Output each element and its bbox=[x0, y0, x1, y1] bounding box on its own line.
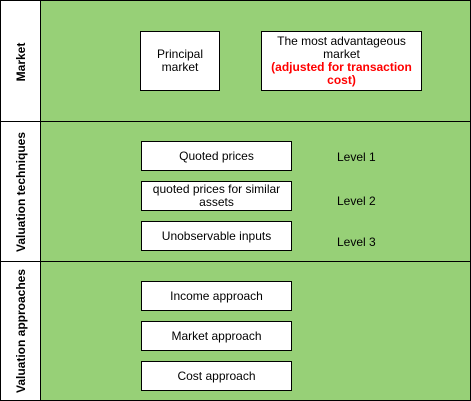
similar-assets-box: quoted prices for similar assets bbox=[141, 181, 292, 211]
lane-approaches-header: Valuation approaches bbox=[1, 262, 41, 400]
market-approach-box: Market approach bbox=[141, 321, 292, 351]
level-2-label: Level 2 bbox=[337, 194, 376, 208]
lane-approaches-title: Valuation approaches bbox=[14, 268, 28, 394]
lane-approaches: Valuation approaches Income approach Mar… bbox=[1, 262, 470, 400]
market-approach-label: Market approach bbox=[171, 328, 262, 343]
level-1-label: Level 1 bbox=[337, 150, 376, 164]
quoted-prices-label: Quoted prices bbox=[179, 148, 254, 163]
principal-market-box: Principal market bbox=[140, 31, 220, 91]
principal-market-label: Principal market bbox=[156, 47, 204, 74]
advantageous-market-box: The most advantageous market (adjusted f… bbox=[261, 31, 422, 91]
income-approach-box: Income approach bbox=[141, 281, 292, 311]
lane-techniques: Valuation techniques Quoted prices quote… bbox=[1, 122, 470, 261]
unobservable-inputs-label: Unobservable inputs bbox=[161, 228, 272, 243]
lane-divider-2 bbox=[1, 261, 470, 262]
advantageous-market-label: The most advantageous market bbox=[277, 34, 406, 61]
lane-techniques-title: Valuation techniques bbox=[14, 131, 28, 252]
income-approach-label: Income approach bbox=[170, 288, 263, 303]
transaction-cost-note: (adjusted for transaction cost) bbox=[271, 60, 412, 87]
lane-market: Market Principal market The most advanta… bbox=[1, 1, 470, 122]
unobservable-inputs-box: Unobservable inputs bbox=[141, 221, 292, 251]
quoted-prices-box: Quoted prices bbox=[141, 141, 292, 171]
cost-approach-label: Cost approach bbox=[177, 368, 256, 383]
level-3-label: Level 3 bbox=[337, 235, 376, 249]
cost-approach-box: Cost approach bbox=[141, 361, 292, 391]
lane-market-title: Market bbox=[14, 42, 28, 81]
lane-techniques-header: Valuation techniques bbox=[1, 122, 41, 261]
lane-market-header: Market bbox=[1, 1, 41, 122]
similar-assets-label: quoted prices for similar assets bbox=[152, 182, 281, 209]
lane-divider-1 bbox=[1, 121, 470, 122]
